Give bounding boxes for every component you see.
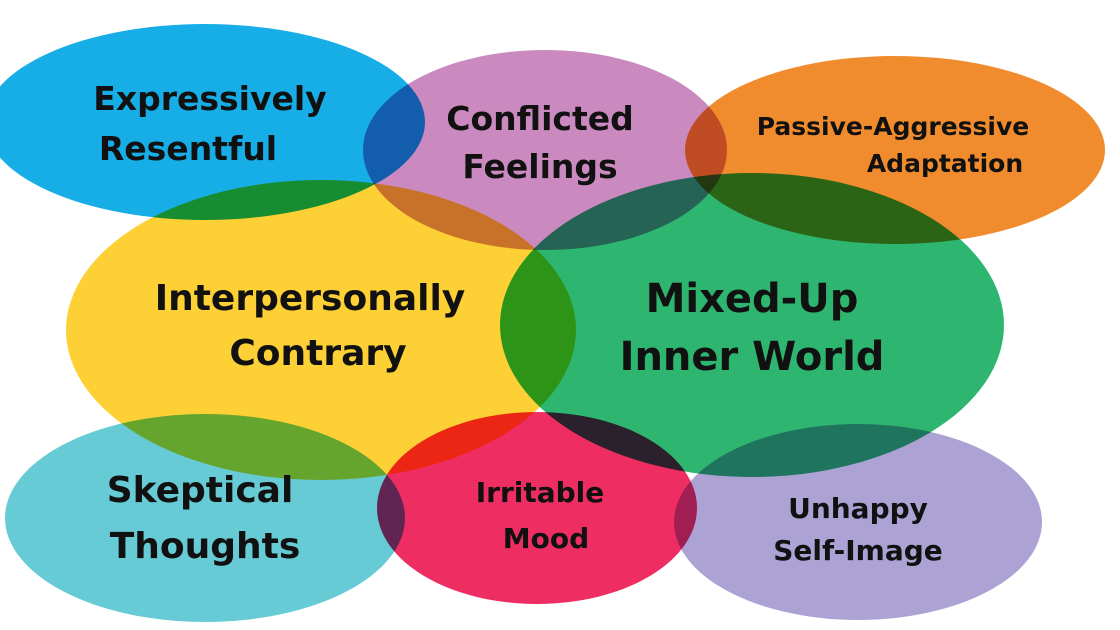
mixed-up-inner-world-line-1: Mixed-Up: [646, 276, 859, 322]
unhappy-self-image-line-1: Unhappy: [788, 492, 928, 525]
expressively-resentful-ellipse: [0, 24, 425, 220]
skeptical-thoughts-line-1: Skeptical: [107, 470, 294, 511]
interpersonally-contrary-line-1: Interpersonally: [155, 278, 466, 319]
passive-aggressive-adaptation-label: Passive-Aggressive Adaptation: [757, 112, 1030, 178]
irritable-mood-line-2: Mood: [503, 522, 589, 555]
interpersonally-contrary-line-2: Contrary: [229, 333, 406, 374]
skeptical-thoughts-label: Skeptical Thoughts: [107, 470, 301, 567]
expressively-resentful-line-2: Resentful: [99, 129, 277, 168]
expressively-resentful-label: Expressively Resentful: [93, 79, 326, 168]
interpersonally-contrary-label: Interpersonally Contrary: [155, 278, 466, 374]
irritable-mood-label: Irritable Mood: [476, 476, 605, 555]
interpersonally-contrary-ellipse: [66, 180, 576, 480]
passive-aggressive-line-2: Adaptation: [867, 149, 1023, 178]
unhappy-self-image-label: Unhappy Self-Image: [773, 492, 943, 567]
irritable-mood-line-1: Irritable: [476, 476, 605, 509]
conflicted-feelings-line-2: Feelings: [462, 147, 617, 186]
conflicted-feelings-line-1: Conflicted: [446, 99, 634, 138]
skeptical-thoughts-line-2: Thoughts: [110, 526, 301, 567]
expressively-resentful-line-1: Expressively: [93, 79, 326, 118]
unhappy-self-image-line-2: Self-Image: [773, 534, 943, 567]
conflicted-feelings-label: Conflicted Feelings: [446, 99, 634, 186]
mixed-up-inner-world-label: Mixed-Up Inner World: [620, 276, 885, 380]
mixed-up-inner-world-ellipse: [500, 173, 1004, 477]
passive-aggressive-line-1: Passive-Aggressive: [757, 112, 1030, 141]
irritable-mood-ellipse: [377, 412, 697, 604]
mixed-up-inner-world-line-2: Inner World: [620, 334, 885, 380]
